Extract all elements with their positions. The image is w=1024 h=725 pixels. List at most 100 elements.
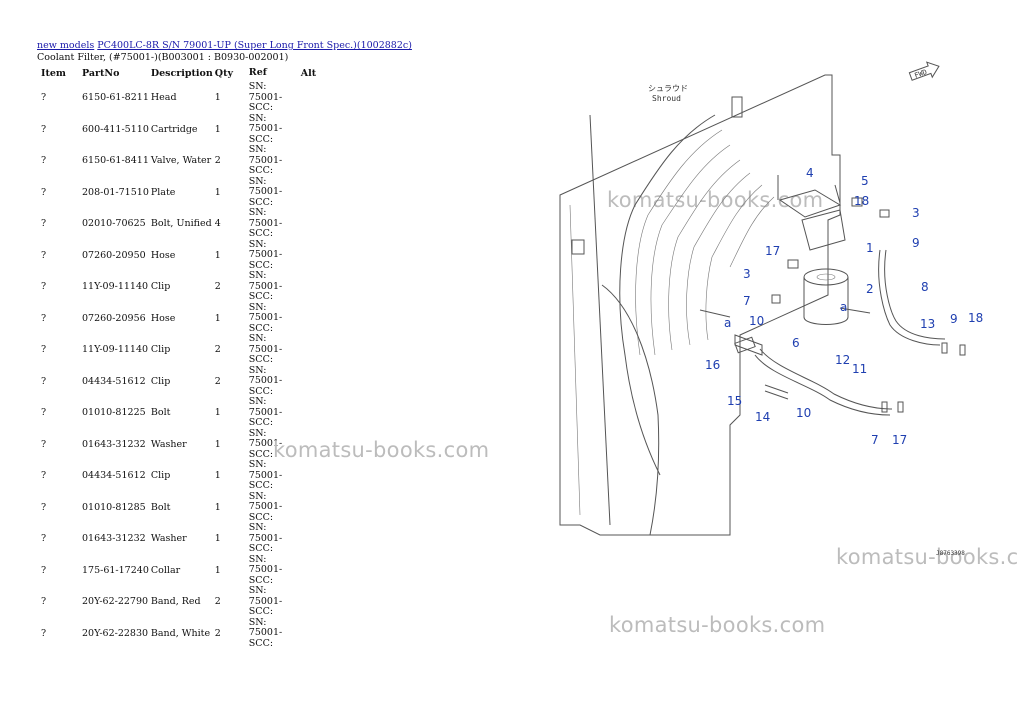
breadcrumb-model-link[interactable]: PC400LC-8R S/N 79001-UP (Super Long Fron… [97,40,412,51]
cell-ref: SN: 75001-SCC: [248,175,283,208]
cell-alt [300,586,332,618]
callout-6: 6 [792,336,800,350]
callout-4: 4 [806,166,814,180]
shroud-label: Shroud [652,94,681,103]
cell-qty: 2 [214,596,221,608]
cell-alt [300,555,332,587]
cell-alt [300,240,332,272]
cell-item: ? [41,501,47,513]
cell-ref: SN: 75001-SCC: [248,522,283,554]
cell-alt [300,145,332,177]
cell-ref: SN: 75001-SCC: [248,396,283,428]
cell-description: Washer [150,533,187,545]
cell-alt [300,460,332,492]
callout-18: 18 [854,194,869,208]
cell-qty: 2 [214,344,221,356]
cell-item: ? [41,596,47,608]
cell-ref: SN: 75001-SCC: [248,270,283,302]
cell-qty: 1 [214,470,221,482]
cell-alt [300,82,332,114]
cell-partno: 175-61-17240 [82,564,149,576]
cell-description: Clip [150,375,171,387]
header-ref: Ref [248,66,267,78]
callout-5: 5 [861,174,869,188]
cell-description: Hose [150,312,176,324]
cell-partno: 01010-81285 [82,501,146,513]
callout-3: 3 [912,206,920,220]
cell-item: ? [41,533,47,545]
cell-description: Washer [150,438,187,450]
cell-description: Clip [150,344,171,356]
cell-alt [300,303,332,335]
cell-ref: SN: 75001-SCC: [248,333,283,365]
cell-description: Bolt, Unified [150,218,212,230]
cell-item: ? [41,564,47,576]
cell-item: ? [41,281,47,293]
fwd-arrow: FWD [908,61,940,81]
callout-9b: 9 [950,312,958,326]
cell-partno: 07260-20950 [82,249,146,261]
cell-item: ? [41,186,47,198]
cell-qty: 1 [214,564,221,576]
cell-partno: 11Y-09-11140 [82,281,149,293]
cell-item: ? [41,123,47,135]
cell-item: ? [41,438,47,450]
cell-partno: 20Y-62-22830 [82,627,149,639]
cell-description: Clip [150,470,171,482]
cell-item: ? [41,627,47,639]
cell-description: Band, White [150,627,211,639]
cell-alt [300,208,332,240]
cell-qty: 2 [214,281,221,293]
callout-12: 12 [835,353,850,367]
callout-14: 14 [755,410,770,424]
cell-item: ? [41,344,47,356]
callout-2: 2 [866,282,874,296]
cell-qty: 1 [214,533,221,545]
header-description: Description [150,67,213,79]
cell-description: Bolt [150,501,171,513]
cell-alt [300,492,332,524]
svg-text:FWD: FWD [913,68,928,80]
callout-3b: 3 [743,267,751,281]
callout-10b: 10 [796,406,811,420]
callout-9: 9 [912,236,920,250]
cell-item: ? [41,407,47,419]
callout-8: 8 [921,280,929,294]
cell-description: Collar [150,564,181,576]
cell-description: Head [150,92,177,104]
cell-ref: SN: 75001-SCC: [248,616,283,649]
cell-qty: 1 [214,501,221,513]
cell-partno: 01643-31232 [82,533,146,545]
cell-description: Hose [150,249,176,261]
cell-partno: 20Y-62-22790 [82,596,149,608]
cell-alt [300,523,332,555]
callout-17b: 17 [892,433,907,447]
callout-7: 7 [743,294,751,308]
cell-description: Valve, Water [150,155,212,167]
cell-ref: SN: 75001-SCC: [248,459,283,491]
header-item: Item [41,67,66,79]
header-partno: PartNo [82,67,120,79]
cell-alt [300,271,332,303]
cell-alt [300,334,332,366]
cell-partno: 01643-31232 [82,438,146,450]
callout-10: 10 [749,314,764,328]
cell-ref: SN: 75001-SCC: [248,585,283,617]
callout-7b: 7 [871,433,879,447]
cell-ref: SN: 75001-SCC: [248,144,283,176]
callout-a: a [840,300,847,314]
cell-partno: 600-411-5110 [82,123,149,135]
cell-item: ? [41,375,47,387]
breadcrumb-new-models-link[interactable]: new models [37,40,95,51]
cell-partno: 11Y-09-11140 [82,344,149,356]
cell-description: Cartridge [150,123,198,135]
